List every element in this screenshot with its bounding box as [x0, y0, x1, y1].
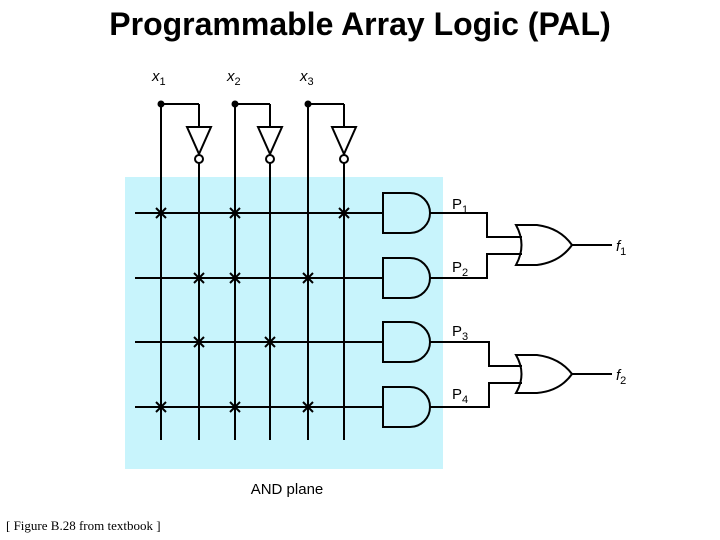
product-label-p1: P1	[452, 196, 468, 216]
connection-mark	[229, 272, 241, 284]
connection-mark	[229, 207, 241, 219]
junction-dot-x2	[231, 100, 239, 108]
junction-dot-x3	[304, 100, 312, 108]
and-gate-p1	[382, 192, 431, 234]
figure-caption: [ Figure B.28 from textbook ]	[6, 518, 161, 533]
product-label-p4: P4	[452, 386, 468, 406]
inverter-bubble-x2	[265, 154, 275, 164]
connection-mark	[302, 272, 314, 284]
output-label-f2: f2	[616, 367, 626, 387]
wire-p3-to-or2	[430, 341, 522, 367]
wire-p4-to-or2	[430, 382, 522, 408]
inverter-x1	[185, 126, 213, 157]
and-gate-p4	[382, 386, 431, 428]
wire-p2-to-or1	[430, 253, 522, 279]
connection-mark	[302, 401, 314, 413]
and-gate-p3	[382, 321, 431, 363]
product-label-p3: P3	[452, 323, 468, 343]
inverter-x2	[256, 126, 284, 157]
and-plane-label: AND plane	[251, 481, 324, 498]
connection-mark	[193, 272, 205, 284]
input-label-x3: x3	[299, 68, 314, 88]
product-label-p2: P2	[452, 259, 468, 279]
connection-mark	[155, 401, 167, 413]
and-gate-p2	[382, 257, 431, 299]
connection-mark	[193, 336, 205, 348]
or-gate-f2	[514, 354, 574, 394]
slide-title: Programmable Array Logic (PAL)	[109, 6, 611, 42]
connection-mark	[264, 336, 276, 348]
connection-mark	[155, 207, 167, 219]
input-label-x2: x2	[226, 68, 241, 88]
inverter-bubble-x3	[339, 154, 349, 164]
programmed-connections	[155, 207, 350, 413]
inverter-bubble-x1	[194, 154, 204, 164]
connection-mark	[229, 401, 241, 413]
input-label-x1: x1	[151, 68, 166, 88]
or-gate-f1	[514, 224, 574, 266]
inverter-x3	[330, 126, 358, 157]
output-label-f1: f1	[616, 238, 626, 258]
connection-mark	[338, 207, 350, 219]
wire-p1-to-or1	[430, 212, 522, 238]
junction-dot-x1	[157, 100, 165, 108]
